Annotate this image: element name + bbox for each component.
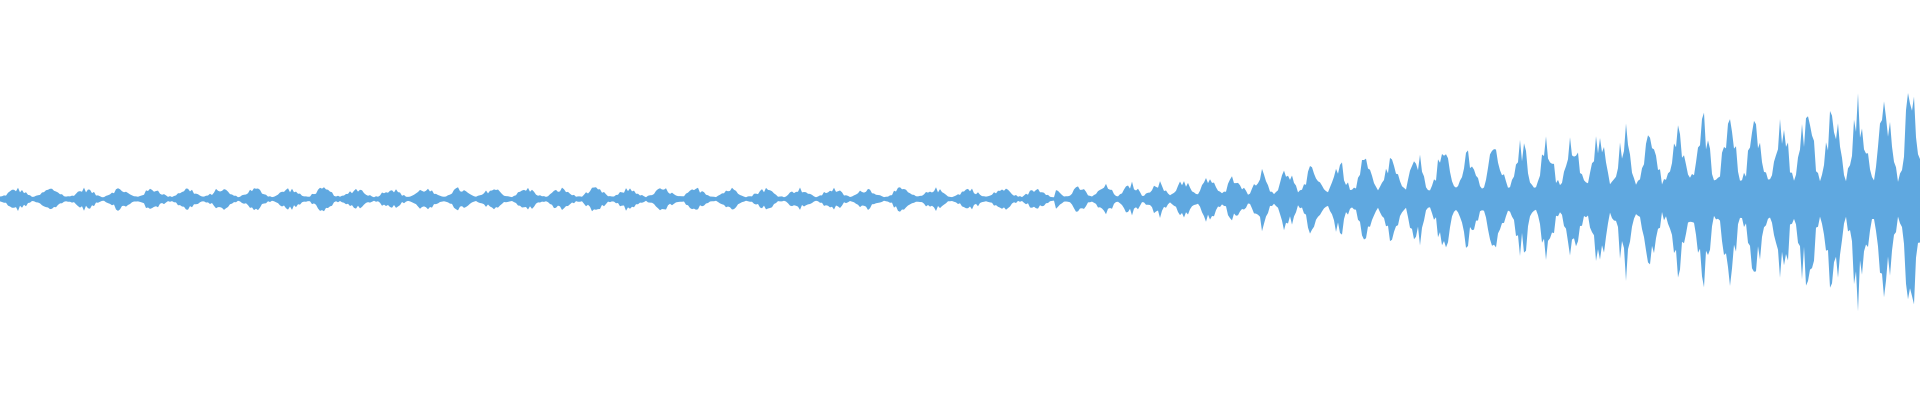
waveform-path <box>0 93 1920 312</box>
